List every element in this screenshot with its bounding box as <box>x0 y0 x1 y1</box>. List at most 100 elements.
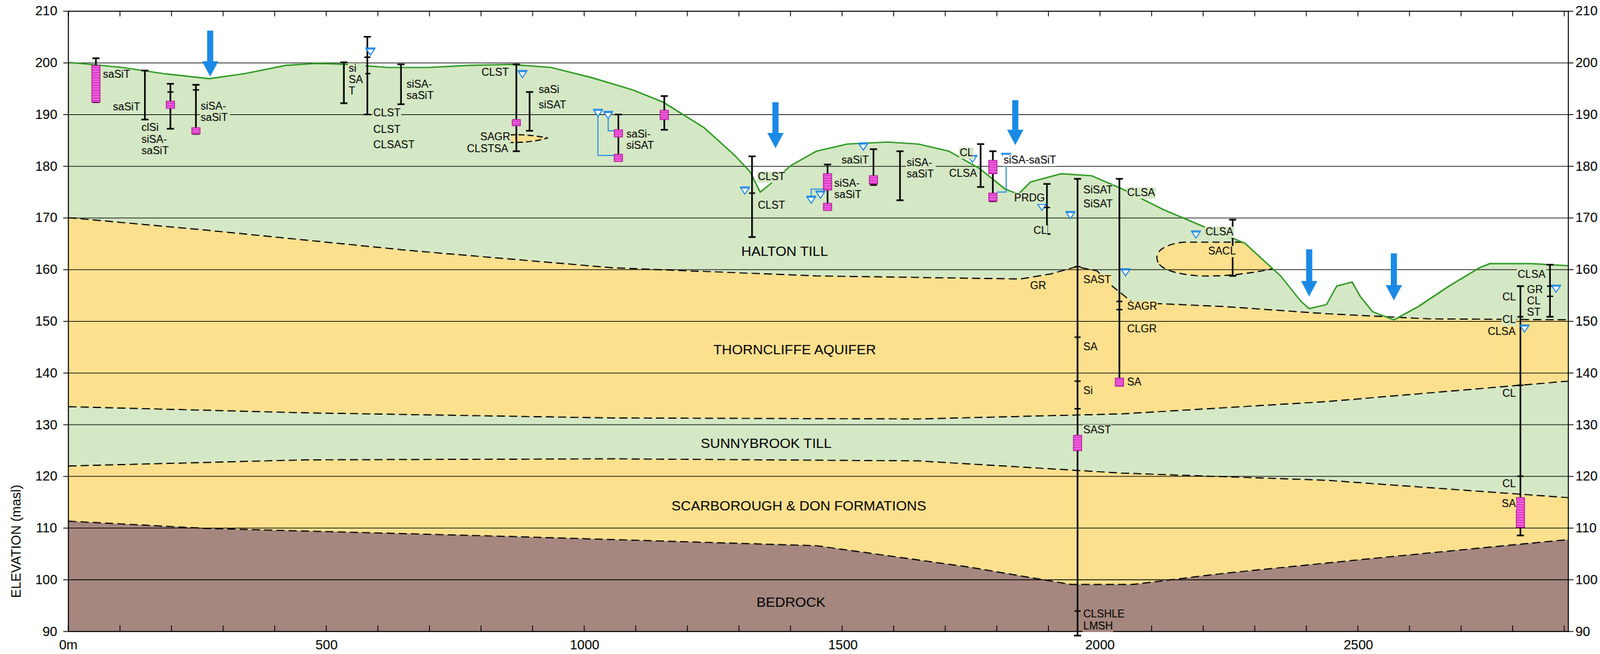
borehole-cap <box>192 83 200 86</box>
axis-tick-label: 120 <box>1575 468 1598 483</box>
stratum-code: ST <box>1526 306 1541 319</box>
y-tick <box>63 630 69 631</box>
screen-hatch <box>614 156 623 157</box>
axis-tick-label: 0m <box>59 637 78 652</box>
axis-tick-label: 200 <box>35 55 58 70</box>
well-screen <box>166 100 175 109</box>
x-tick <box>790 11 792 17</box>
axis-tick-label: 120 <box>35 468 58 483</box>
y-tick <box>1568 10 1574 12</box>
recharge-arrows <box>201 30 1403 301</box>
screen-hatch <box>1073 439 1082 440</box>
stratum-code: CLSTSA <box>466 143 509 155</box>
screen-hatch <box>1516 501 1525 503</box>
borehole <box>512 64 521 152</box>
borehole-cap <box>1043 183 1051 185</box>
borehole-cap <box>1546 315 1554 317</box>
water-levels <box>365 47 1562 332</box>
axis-tick-label: 190 <box>35 107 58 122</box>
x-tick <box>171 11 173 17</box>
borehole-cap <box>660 128 669 131</box>
borehole <box>397 64 405 105</box>
water-level <box>593 109 604 117</box>
borehole-cap <box>615 113 623 115</box>
y-tick <box>63 217 69 218</box>
screen-hatch <box>191 129 200 131</box>
arrow-shaft <box>207 30 214 63</box>
y-tick <box>1568 166 1574 167</box>
axis-tick-label: 90 <box>42 624 58 639</box>
screen-hatch <box>988 164 997 166</box>
screen-hatch <box>1073 446 1082 448</box>
y-tick <box>1568 217 1574 218</box>
screen-hatch <box>91 79 100 81</box>
y-tick <box>63 10 69 12</box>
arrow-shaft <box>1390 253 1397 286</box>
stratum-code: SAGR <box>1126 300 1158 313</box>
axis-tick-label: 140 <box>1575 365 1598 380</box>
screen-hatch <box>869 179 878 181</box>
y-tick <box>1568 372 1574 374</box>
borehole-cap <box>988 150 997 152</box>
screen-hatch <box>91 87 100 89</box>
water-level-line <box>517 69 528 72</box>
x-tick <box>222 11 224 17</box>
x-tick <box>1564 11 1565 17</box>
x-tick <box>377 624 378 631</box>
screen-hatch <box>1115 381 1124 383</box>
water-level-line <box>815 190 826 192</box>
screen-hatch <box>823 180 832 182</box>
water-level-line <box>1519 324 1530 326</box>
borehole <box>1546 264 1554 317</box>
borehole <box>977 144 985 188</box>
stratum-code: CLSAST <box>372 139 416 151</box>
water-level <box>1519 324 1530 333</box>
stratum-code: CLST <box>757 171 786 183</box>
borehole-cap <box>92 57 100 59</box>
screen-hatch <box>1115 379 1124 380</box>
water-level <box>517 70 528 78</box>
borehole-cap <box>526 90 534 93</box>
water-level-triangle <box>1520 325 1529 332</box>
borehole <box>141 70 149 120</box>
axis-tick-label: 170 <box>35 210 58 225</box>
layer-name: BEDROCK <box>756 594 826 610</box>
x-tick <box>274 11 275 17</box>
x-tick <box>893 624 894 631</box>
water-level <box>1190 230 1201 238</box>
stratum-code: SAST <box>1082 424 1112 436</box>
x-tick <box>1305 11 1307 17</box>
water-level-line <box>603 110 614 113</box>
stratum-code: CL <box>1501 291 1517 303</box>
borehole-cap <box>340 102 348 104</box>
stratum-code: siSA- saSiT <box>199 100 230 124</box>
bedrock-fill <box>68 520 1569 631</box>
x-tick <box>1099 11 1101 17</box>
x-tick <box>119 624 121 631</box>
stratum-code: saSi- siSAT <box>625 128 657 152</box>
grid-line <box>68 579 1569 580</box>
borehole <box>1516 286 1525 536</box>
x-tick <box>1305 624 1307 631</box>
screen-hatch <box>91 82 100 84</box>
borehole-tick <box>1517 316 1524 318</box>
recharge-arrow <box>1301 249 1318 297</box>
x-tick <box>1151 11 1152 17</box>
axis-tick-label: 140 <box>35 365 58 380</box>
screen-hatch <box>823 182 832 184</box>
water-level-line <box>1550 284 1561 286</box>
borehole <box>823 164 832 211</box>
borehole <box>748 156 756 237</box>
screen-hatch <box>191 132 200 133</box>
stratum-code: CLSA <box>1516 268 1547 281</box>
screen-hatch <box>1073 437 1082 438</box>
borehole-cap <box>363 35 372 38</box>
stratum-code: SA <box>1501 498 1517 510</box>
screen-hatch <box>91 69 100 71</box>
stratum-code: CLGR <box>1126 323 1157 335</box>
borehole-cap <box>526 130 534 132</box>
screen-hatch <box>1073 441 1082 443</box>
layer-boundaries <box>68 217 1569 584</box>
x-tick <box>1409 624 1411 631</box>
